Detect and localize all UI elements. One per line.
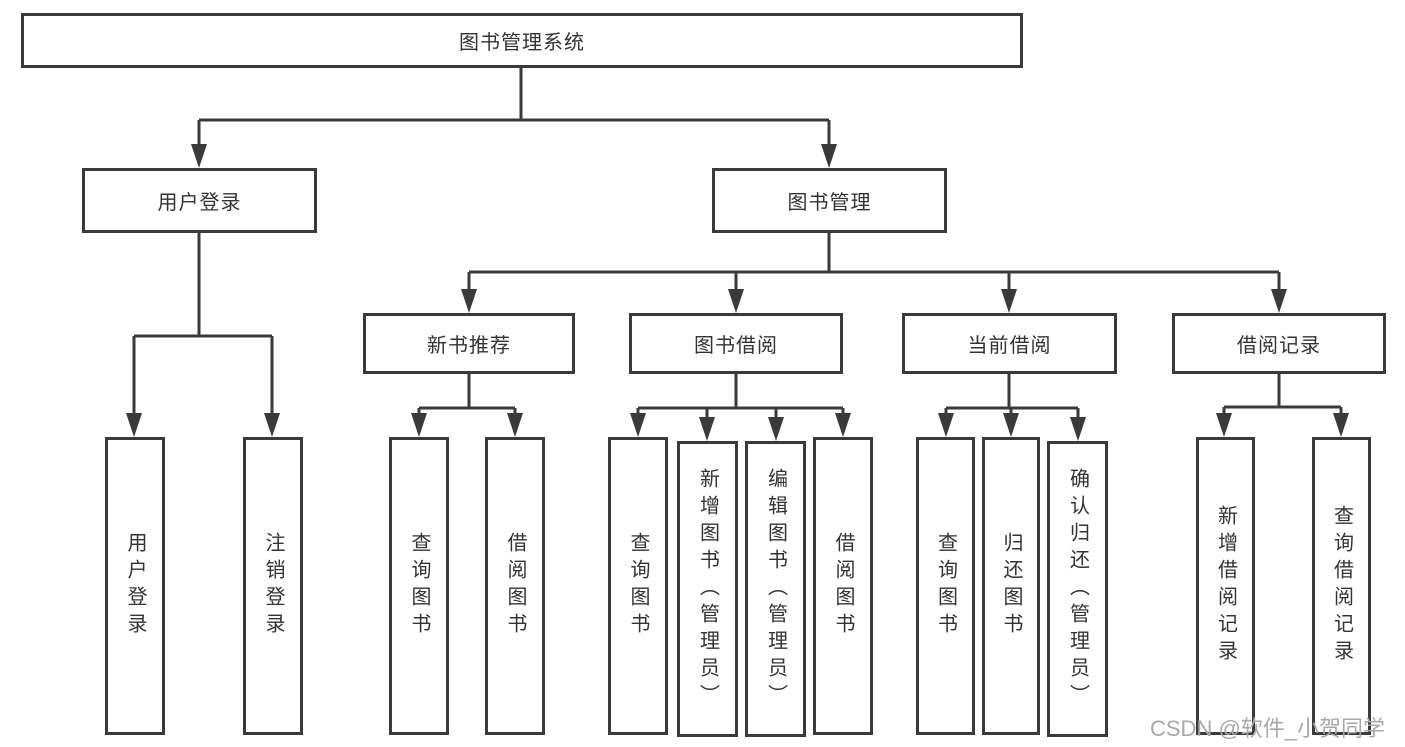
node-borrow-records: 借阅记录 — [1172, 313, 1386, 374]
connector-path — [132, 68, 1343, 423]
node-user-login: 用户登录 — [82, 168, 317, 233]
leaf-current-query-books: 查询图书 — [916, 437, 975, 735]
leaf-current-confirm-return-admin: 确认归还（管理员） — [1047, 441, 1108, 737]
leaf-label: 查询图书 — [408, 532, 430, 640]
leaf-label: 新增图书（管理员） — [696, 467, 719, 711]
leaf-label: 新增借阅记录 — [1214, 505, 1237, 667]
leaf-logout: 注销登录 — [243, 437, 303, 735]
leaf-label: 用户登录 — [124, 532, 146, 640]
leaf-borrow-borrow-books: 借阅图书 — [813, 437, 873, 735]
leaf-borrow-edit-books-admin: 编辑图书（管理员） — [745, 441, 806, 737]
leaf-label: 查询借阅记录 — [1330, 505, 1353, 667]
node-root: 图书管理系统 — [21, 13, 1023, 68]
node-new-book-recommend: 新书推荐 — [363, 313, 575, 374]
leaf-label: 注销登录 — [262, 532, 284, 640]
leaf-borrow-add-books-admin: 新增图书（管理员） — [677, 441, 738, 737]
node-current-borrow: 当前借阅 — [902, 313, 1117, 374]
leaf-recommend-query-books: 查询图书 — [389, 437, 449, 735]
leaf-label: 借阅图书 — [504, 532, 526, 640]
leaf-recommend-borrow-books: 借阅图书 — [485, 437, 545, 735]
leaf-label: 编辑图书（管理员） — [764, 467, 787, 711]
leaf-label: 借阅图书 — [832, 532, 854, 640]
csdn-watermark: CSDN @软件_小贺同学 — [1150, 716, 1386, 741]
leaf-current-return-books: 归还图书 — [982, 437, 1040, 735]
leaf-label: 查询图书 — [934, 532, 957, 640]
node-book-management: 图书管理 — [712, 168, 947, 233]
leaf-label: 归还图书 — [1000, 532, 1022, 640]
node-book-borrow: 图书借阅 — [629, 313, 843, 374]
leaf-borrow-query-books: 查询图书 — [608, 437, 668, 735]
leaf-records-query-record: 查询借阅记录 — [1312, 437, 1371, 735]
leaf-label: 查询图书 — [627, 532, 649, 640]
leaf-records-add-record: 新增借阅记录 — [1196, 437, 1255, 735]
leaf-label: 确认归还（管理员） — [1066, 467, 1089, 711]
arrowheads — [126, 144, 1349, 441]
leaf-user-login: 用户登录 — [105, 437, 165, 735]
